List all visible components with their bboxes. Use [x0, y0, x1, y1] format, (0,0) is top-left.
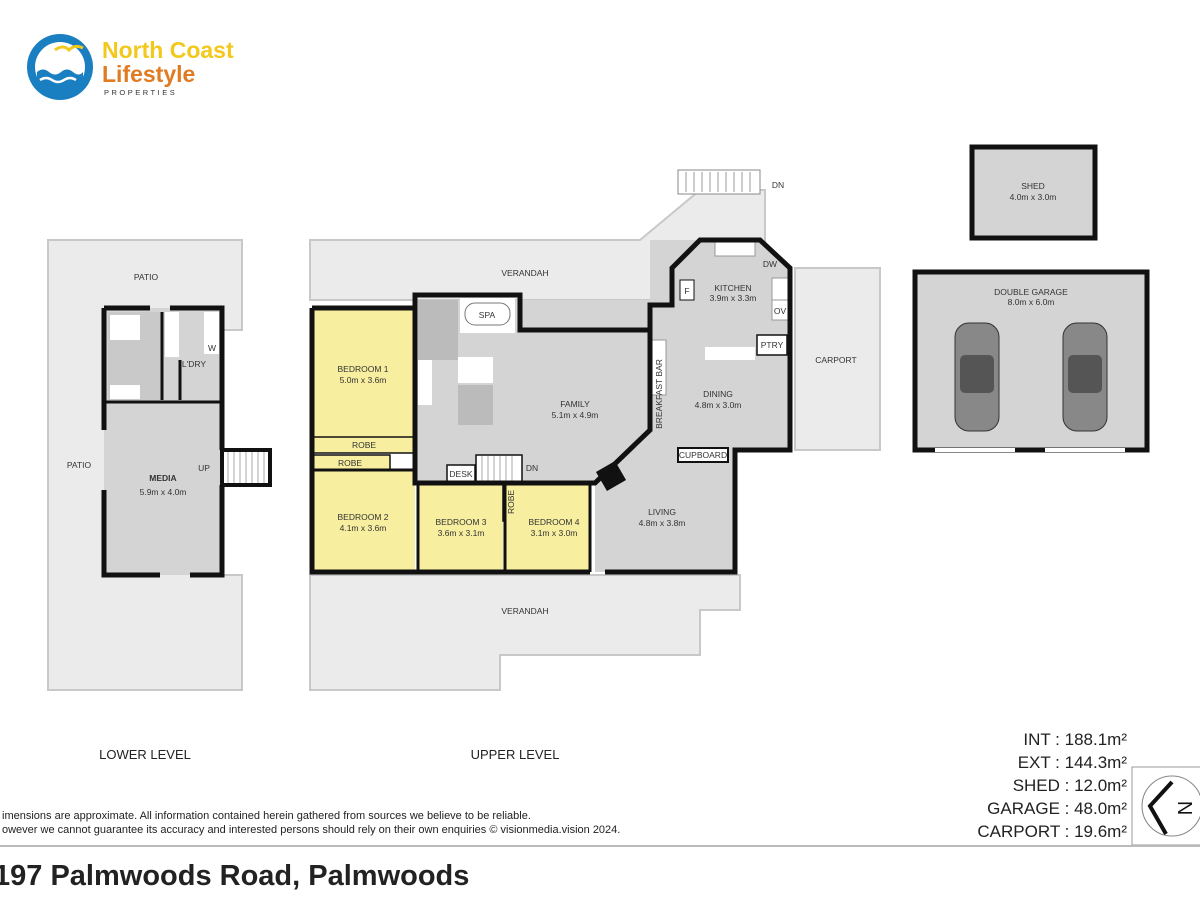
oven-label: OV — [774, 306, 787, 316]
carport — [794, 267, 881, 451]
island-bench — [705, 347, 755, 360]
bedroom2-label: BEDROOM 2 — [337, 512, 388, 522]
sink — [714, 241, 756, 257]
lower-level: PATIO PATIO L'DRY W MEDIA 5.9m x 4.0m UP… — [47, 239, 272, 762]
patio-top-label: PATIO — [134, 272, 159, 282]
lower-level-title: LOWER LEVEL — [99, 747, 191, 762]
basin — [110, 385, 140, 399]
family-label: FAMILY — [560, 399, 590, 409]
cupboard — [677, 447, 729, 463]
dining-label: DINING — [703, 389, 733, 399]
bedroom-1 — [312, 308, 415, 437]
garage-size: 8.0m x 6.0m — [1008, 297, 1055, 307]
fireplace-icon — [595, 460, 627, 492]
bedroom-4 — [505, 483, 590, 572]
robe1-label: ROBE — [352, 440, 376, 450]
north-compass-icon: N — [1131, 766, 1200, 846]
inner-stairs — [475, 454, 523, 484]
robe2-label: ROBE — [338, 458, 362, 468]
disclaimer-line1: imensions are approximate. All informati… — [2, 810, 531, 822]
laundry-bench — [165, 312, 179, 357]
fridge-label: F — [684, 286, 689, 296]
car-icon — [1062, 322, 1108, 432]
disclaimer-line2: owever we cannot guarantee its accuracy … — [2, 824, 620, 836]
bedroom-2 — [312, 470, 415, 572]
spa-icon — [464, 302, 511, 326]
top-stairs — [677, 169, 761, 195]
stairs-up-label: UP — [198, 463, 210, 473]
area-shed: SHED : 12.0m² — [1013, 776, 1128, 795]
dishwasher-label: DW — [763, 259, 777, 269]
car-icon — [954, 322, 1000, 432]
upper-level-title: UPPER LEVEL — [471, 747, 560, 762]
bedroom2-size: 4.1m x 3.6m — [340, 523, 387, 533]
breakfast-bar-label: BREAKFAST BAR — [654, 359, 664, 429]
stairs-dn-top: DN — [772, 180, 784, 190]
bedroom4-size: 3.1m x 3.0m — [531, 528, 578, 538]
shower — [110, 315, 140, 340]
logo: North Coast Lifestyle PROPERTIES — [27, 34, 234, 100]
robe3-label: ROBE — [506, 490, 516, 514]
bedroom1-label: BEDROOM 1 — [337, 364, 388, 374]
dining-size: 4.8m x 3.0m — [695, 400, 742, 410]
area-carport: CARPORT : 19.6m² — [977, 822, 1127, 841]
fridge — [679, 279, 695, 301]
vanity — [418, 360, 432, 405]
shed-size: 4.0m x 3.0m — [1010, 192, 1057, 202]
kitchen-size: 3.9m x 3.3m — [710, 293, 757, 303]
living-size: 4.8m x 3.8m — [639, 518, 686, 528]
family-size: 5.1m x 4.9m — [552, 410, 599, 420]
garage-label: DOUBLE GARAGE — [994, 287, 1068, 297]
area-ext: EXT : 144.3m² — [1018, 753, 1128, 772]
area-int: INT : 188.1m² — [1023, 730, 1127, 749]
bedroom4-label: BEDROOM 4 — [528, 517, 579, 527]
carport-label: CARPORT — [815, 355, 856, 365]
shed-label: SHED — [1021, 181, 1045, 191]
ensuite — [418, 300, 458, 360]
verandah-bottom-label: VERANDAH — [501, 606, 548, 616]
pantry — [756, 334, 788, 356]
living-label: LIVING — [648, 507, 676, 517]
logo-line1: North Coast — [102, 37, 234, 63]
double-garage — [912, 269, 1150, 453]
cooktop — [771, 277, 789, 301]
kitchen-label: KITCHEN — [714, 283, 751, 293]
stairs-dn-inner: DN — [526, 463, 538, 473]
area-summary: INT : 188.1m² EXT : 144.3m² SHED : 12.0m… — [977, 730, 1127, 841]
area-garage: GARAGE : 48.0m² — [987, 799, 1127, 818]
compass-label: N — [1175, 801, 1197, 815]
bedroom1-size: 5.0m x 3.6m — [340, 375, 387, 385]
laundry-label: L'DRY — [182, 359, 206, 369]
pantry-label: PTRY — [761, 340, 784, 350]
verandah-top-label: VERANDAH — [501, 268, 548, 278]
media-label: MEDIA — [149, 473, 176, 483]
laundry-tub — [204, 312, 219, 342]
property-address: 197 Palmwoods Road, Palmwoods — [0, 860, 469, 892]
patio-left-label: PATIO — [67, 460, 92, 470]
outbuildings: SHED 4.0m x 3.0m DOUBLE GARAGE 8.0m x 6.… — [912, 144, 1150, 453]
logo-line2: Lifestyle — [102, 61, 195, 87]
shed — [969, 144, 1098, 241]
bedroom3-size: 3.6m x 3.1m — [438, 528, 485, 538]
washer-label: W — [208, 343, 216, 353]
media-size: 5.9m x 4.0m — [140, 487, 187, 497]
cupboard-label: CUPBOARD — [679, 450, 727, 460]
logo-line3: PROPERTIES — [104, 88, 177, 97]
verandah-bottom — [309, 574, 741, 691]
bedroom-3 — [418, 483, 503, 572]
spa-label: SPA — [479, 310, 496, 320]
desk-label: DESK — [449, 469, 472, 479]
toilet — [458, 385, 493, 425]
seagull-icon — [54, 44, 84, 53]
upper-level: VERANDAH VERANDAH DN SPA BEDROOM 1 5.0m … — [309, 169, 881, 762]
bedroom3-label: BEDROOM 3 — [435, 517, 486, 527]
